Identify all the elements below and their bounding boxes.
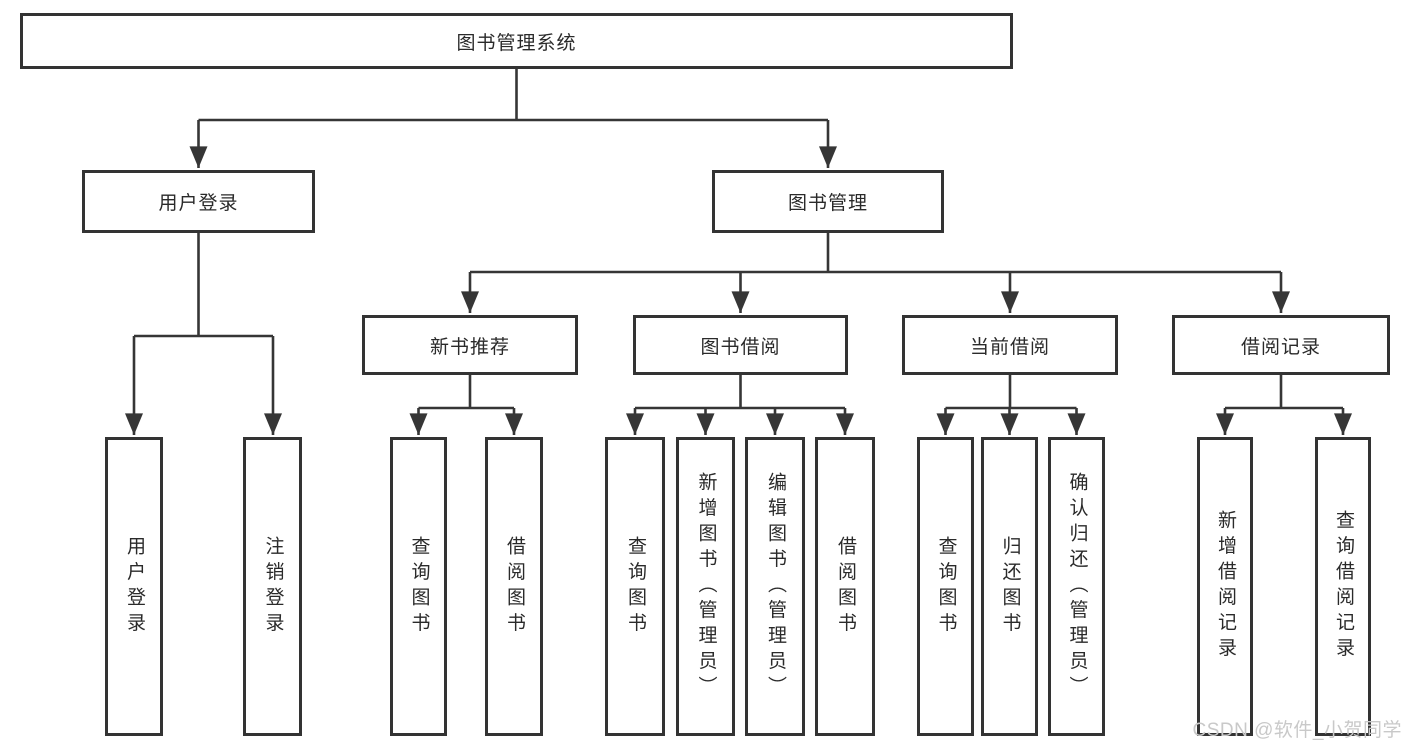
leaf-node-query-books-recommend: 查询图书: [390, 437, 447, 736]
leaf-node-query-books-borrowing: 查询图书: [605, 437, 665, 736]
root-node: 图书管理系统: [20, 13, 1013, 69]
leaf-node-edit-book-admin: 编辑图书（管理员）: [745, 437, 805, 736]
branch-node-book-management: 图书管理: [712, 170, 944, 233]
leaf-node-confirm-return-admin: 确认归还（管理员）: [1048, 437, 1105, 736]
leaf-label: 新增图书（管理员）: [695, 471, 717, 702]
leaf-label: 查询图书: [408, 535, 430, 638]
leaf-node-add-book-admin: 新增图书（管理员）: [676, 437, 735, 736]
leaf-node-add-borrow-record: 新增借阅记录: [1197, 437, 1253, 736]
leaf-label: 借阅图书: [503, 535, 525, 638]
leaf-label: 归还图书: [999, 535, 1021, 638]
leaf-node-borrow-book-recommend: 借阅图书: [485, 437, 543, 736]
leaf-label: 查询借阅记录: [1332, 510, 1354, 663]
group-node-new-book-recommend: 新书推荐: [362, 315, 578, 375]
leaf-label: 用户登录: [123, 535, 145, 638]
leaf-label: 借阅图书: [834, 535, 856, 638]
watermark-text: CSDN @软件_小贺同学: [1192, 720, 1402, 741]
group-node-book-borrowing: 图书借阅: [633, 315, 848, 375]
branch-node-user-login: 用户登录: [82, 170, 315, 233]
group-node-current-borrowing: 当前借阅: [902, 315, 1118, 375]
leaf-node-logout: 注销登录: [243, 437, 302, 736]
leaf-node-borrow-book: 借阅图书: [815, 437, 875, 736]
leaf-label: 确认归还（管理员）: [1066, 471, 1088, 702]
leaf-node-user-login: 用户登录: [105, 437, 163, 736]
leaf-label: 新增借阅记录: [1214, 510, 1236, 663]
leaf-label: 查询图书: [624, 535, 646, 638]
leaf-node-query-books-current: 查询图书: [917, 437, 974, 736]
leaf-label: 查询图书: [935, 535, 957, 638]
leaf-label: 注销登录: [262, 535, 284, 638]
leaf-node-return-book: 归还图书: [981, 437, 1038, 736]
leaf-label: 编辑图书（管理员）: [764, 471, 786, 702]
group-node-borrow-records: 借阅记录: [1172, 315, 1390, 375]
leaf-node-query-borrow-record: 查询借阅记录: [1315, 437, 1371, 736]
